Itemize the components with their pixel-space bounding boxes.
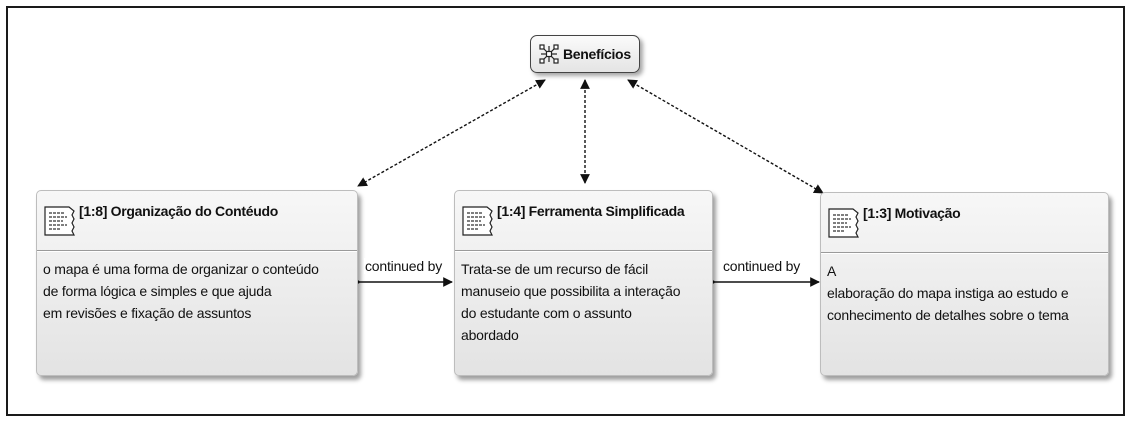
card-divider — [821, 252, 1108, 254]
document-icon — [828, 208, 859, 238]
card-body-line: o mapa é uma forma de organizar o conteú… — [43, 261, 319, 277]
network-icon — [539, 44, 559, 64]
card-body: Trata-se de um recurso de fácil manuseio… — [461, 258, 706, 346]
card-ferramenta[interactable]: [1:4] Ferramenta Simplificada Trata-se d… — [454, 190, 713, 376]
card-body-line: de forma lógica e simples e que ajuda — [43, 283, 272, 299]
root-node-label: Benefícios — [563, 46, 631, 62]
document-icon — [462, 206, 493, 236]
card-title: [1:4] Ferramenta Simplificada — [497, 203, 685, 219]
card-body-line: conhecimento de detalhes sobre o tema — [827, 307, 1069, 323]
card-title: [1:8] Organização do Contéudo — [79, 203, 278, 219]
card-body-line: elaboração do mapa instiga ao estudo e — [827, 285, 1069, 301]
card-body-line: do estudante com o assunto — [461, 305, 632, 321]
card-divider — [37, 250, 357, 252]
card-title: [1:3] Motivação — [863, 205, 961, 221]
card-body-line: Trata-se de um recurso de fácil — [461, 261, 649, 277]
root-node[interactable]: Benefícios — [530, 35, 640, 73]
card-divider — [455, 250, 712, 252]
edge-label: continued by — [364, 258, 443, 274]
card-body-line: em revisões e fixação de assuntos — [43, 305, 252, 321]
card-body-line: manuseio que possibilita a interação — [461, 283, 681, 299]
card-body-line: abordado — [461, 327, 519, 343]
card-organizacao[interactable]: [1:8] Organização do Contéudo o mapa é u… — [36, 190, 358, 376]
card-motivacao[interactable]: [1:3] Motivação A elaboração do mapa ins… — [820, 192, 1109, 376]
card-body: o mapa é uma forma de organizar o conteú… — [43, 258, 351, 324]
edge-label: continued by — [722, 258, 801, 274]
link-root-card3 — [627, 79, 824, 194]
card-body-line: A — [827, 263, 837, 279]
link-root-card1 — [357, 79, 546, 187]
document-icon — [44, 206, 75, 236]
card-body: A elaboração do mapa instiga ao estudo e… — [827, 260, 1102, 326]
